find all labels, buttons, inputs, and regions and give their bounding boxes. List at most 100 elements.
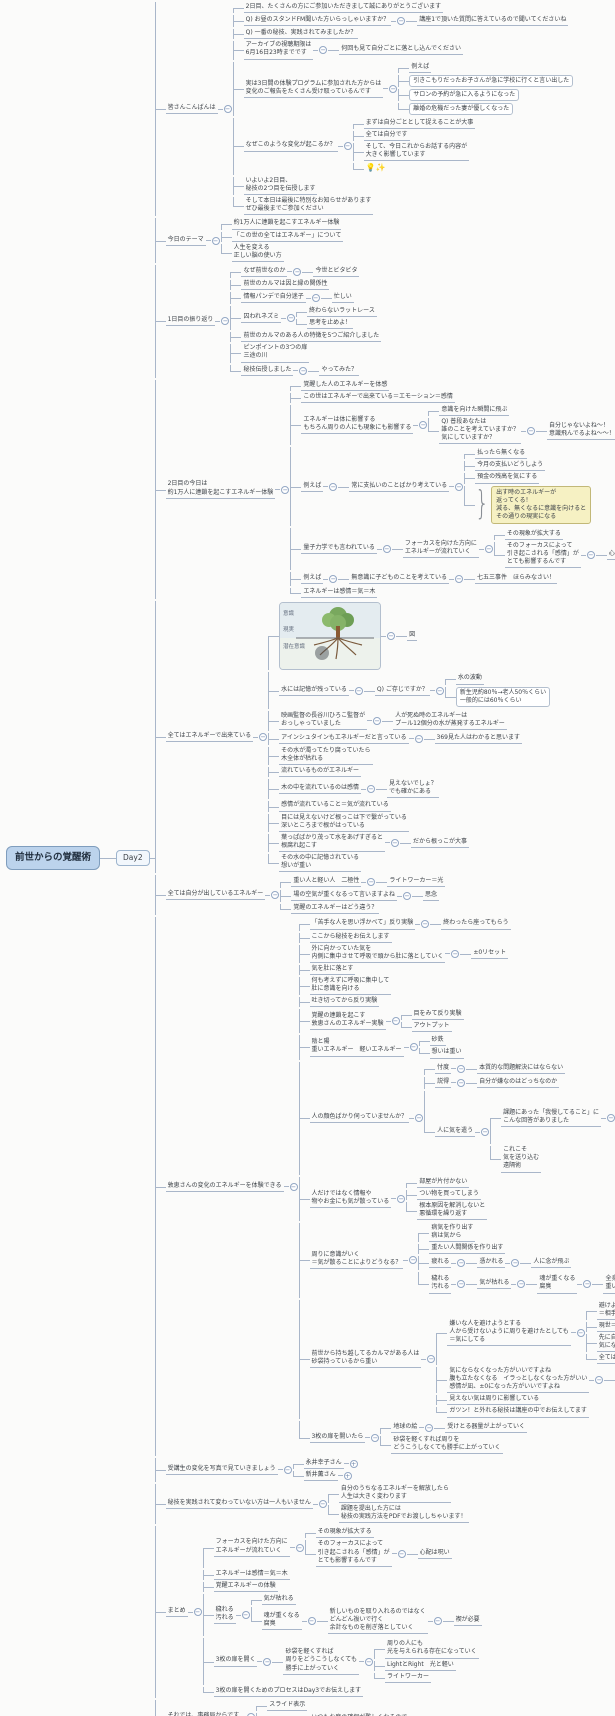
topic[interactable]: 「この世の全てはエネルギー」について bbox=[231, 232, 344, 242]
topic[interactable]: 目をみて反り実験 bbox=[411, 1010, 464, 1021]
topic[interactable]: 思念 bbox=[423, 891, 440, 902]
topic[interactable]: 場の空気が重くなるって言いますよね bbox=[291, 891, 398, 902]
topic[interactable]: 預金の残高を気にする bbox=[475, 473, 540, 484]
topic[interactable]: 木の中を流れているのは感情 bbox=[279, 784, 361, 795]
topic[interactable]: 秘技を実践されて変わっていない方は一人もいません bbox=[165, 1499, 313, 1510]
topic[interactable]: フォーカスを向けた方向に エネルギーが流れていく bbox=[213, 1538, 290, 1557]
collapse-minus-icon[interactable]: − bbox=[457, 1064, 466, 1073]
topic[interactable]: 現世＝写し世 bbox=[596, 1322, 615, 1332]
topic[interactable]: ライトワーカー＝光 bbox=[387, 877, 446, 888]
topic[interactable]: 流れているものがエネルギー bbox=[279, 767, 361, 778]
collapse-minus-icon[interactable]: − bbox=[223, 105, 232, 114]
topic[interactable]: なぜ前世なのか bbox=[241, 267, 288, 277]
collapse-minus-icon[interactable]: − bbox=[371, 1433, 380, 1442]
topic[interactable]: ±0リセット bbox=[471, 949, 509, 959]
collapse-minus-icon[interactable]: − bbox=[419, 421, 428, 430]
topic[interactable]: 前世から持ち越してるカルマがある人は 砂袋持っているから重い bbox=[309, 1350, 422, 1369]
topic[interactable]: 講座1で頂いた質問に答えているので聞いてくださいね bbox=[417, 16, 569, 27]
topic[interactable]: 3枚の扉を開いたら bbox=[309, 1433, 366, 1443]
topic[interactable]: これこそ 気を送り込む 遠隔術 bbox=[501, 1146, 542, 1173]
collapse-minus-icon[interactable]: − bbox=[481, 1128, 490, 1137]
topic[interactable]: 課題を提出した方には 秘技の実践方法をPDFでお渡ししちゃいます！ bbox=[338, 1505, 469, 1524]
topic[interactable]: 根本原因を解消しないと 悪循環を繰り返す bbox=[417, 1202, 488, 1220]
topic[interactable]: いつもお席の確保が難しくなるので お早めにお席の確保をお願いいたします bbox=[309, 1714, 421, 1716]
topic[interactable]: 水の波動 bbox=[455, 674, 484, 685]
topic[interactable]: 全てはエネルギーで出来ている bbox=[165, 732, 254, 743]
topic[interactable]: 魂が重くなる 腐臭 bbox=[537, 1275, 578, 1294]
collapse-minus-icon[interactable]: − bbox=[455, 482, 464, 491]
collapse-minus-icon[interactable]: − bbox=[366, 785, 375, 794]
topic[interactable]: 避けようとしてる時点で反応している ＝相手に気を送っているのと同じ bbox=[596, 1302, 615, 1320]
collapse-minus-icon[interactable]: − bbox=[415, 1114, 424, 1123]
collapse-minus-icon[interactable]: − bbox=[221, 317, 230, 326]
topic[interactable]: 本質的な問題解決にはならない bbox=[477, 1064, 566, 1074]
topic[interactable]: 覚醒の連鎖を起こす 敦恵さんのエネルギー実験 bbox=[309, 1012, 386, 1031]
collapse-minus-icon[interactable]: − bbox=[517, 1280, 526, 1289]
topic[interactable]: 新井薫さん bbox=[303, 1471, 338, 1481]
topic[interactable]: 情報パンデで自分迷子 bbox=[241, 293, 306, 304]
collapse-minus-icon[interactable]: − bbox=[318, 1500, 327, 1509]
topic[interactable]: アウトプット bbox=[411, 1022, 452, 1033]
topic[interactable]: 約1万人に連鎖を起こすエネルギー体験 bbox=[231, 219, 342, 230]
topic[interactable]: 図 bbox=[407, 631, 418, 642]
collapse-minus-icon[interactable]: − bbox=[373, 716, 382, 725]
topic[interactable]: 忙しい bbox=[331, 293, 354, 304]
topic[interactable]: ライトワーカー bbox=[384, 1673, 431, 1683]
topic[interactable]: なぜこのような変化が起こるか？ bbox=[243, 141, 338, 152]
collapse-minus-icon[interactable]: − bbox=[293, 267, 302, 276]
topic[interactable]: 皆さんこんばんは bbox=[165, 104, 218, 115]
topic[interactable]: 魂が重くなる 腐臭 bbox=[261, 1612, 302, 1631]
topic[interactable]: 新生児約80％→老人50％くらい 一般的には60％くらい bbox=[455, 686, 551, 707]
topic[interactable]: アーカイブの視聴期限は 6月16日23時までです bbox=[243, 41, 314, 60]
collapse-minus-icon[interactable]: − bbox=[403, 892, 412, 901]
topic[interactable]: 心配は呪い bbox=[606, 550, 615, 561]
tree-illustration-topic[interactable]: 意識現実潜在意識 bbox=[279, 602, 382, 671]
topic[interactable]: 何も考えずに呼吸に集中して 肚に意識を向ける bbox=[309, 977, 392, 996]
topic[interactable]: 気が枯れる bbox=[261, 1595, 296, 1606]
collapse-minus-icon[interactable]: − bbox=[367, 878, 376, 887]
collapse-minus-icon[interactable]: − bbox=[527, 427, 536, 436]
topic[interactable]: Q) お昼のスタンドFM聞いた方いらっしゃいますか？ bbox=[243, 16, 392, 27]
topic[interactable]: エネルギーは体に影響する もちろん周りの人にも現象にも影響する bbox=[301, 416, 414, 435]
topic[interactable]: 何回も見て自分ごとに落とし込んでください bbox=[339, 45, 463, 56]
topic[interactable]: 禊が必要 bbox=[453, 1616, 482, 1627]
collapse-minus-icon[interactable]: − bbox=[409, 1043, 418, 1052]
topic[interactable]: 人生を変える 正しい脳の使い方 bbox=[231, 244, 284, 262]
topic[interactable]: Q) 普段あなたは 誰のことを考えていますか？ 気にしていますか？ bbox=[439, 418, 522, 445]
collapse-minus-icon[interactable]: − bbox=[390, 838, 399, 847]
topic[interactable]: 人が死ぬ時のエネルギーは プール12個分の水が蒸発するエネルギー bbox=[393, 712, 507, 730]
collapse-minus-icon[interactable]: − bbox=[511, 1259, 520, 1268]
topic[interactable]: 気が枯れる bbox=[477, 1279, 512, 1290]
collapse-minus-icon[interactable]: − bbox=[455, 575, 464, 584]
topic[interactable]: 先に自分が気にしているから 気になる現象が起こっている bbox=[596, 1334, 615, 1352]
topic[interactable]: 覚醒のエネルギーはどう違う？ bbox=[291, 904, 380, 915]
callout-topic[interactable]: 出す時のエネルギーが 返ってくる！ 減る、無くなるに意識を向けると その通りの現… bbox=[491, 485, 592, 524]
topic[interactable]: 2日目の今日は 約1万人に連鎖を起こすエネルギー体験 bbox=[165, 480, 276, 499]
topic[interactable]: 3枚の扉を開くためのプロセスはDay3でお伝えします bbox=[213, 1687, 364, 1697]
topic[interactable]: 人に気を遣う bbox=[435, 1127, 476, 1138]
floating-topic-day[interactable]: Day2 bbox=[116, 849, 150, 867]
collapse-minus-icon[interactable]: − bbox=[263, 1657, 272, 1666]
collapse-minus-icon[interactable]: − bbox=[583, 1280, 592, 1289]
topic[interactable]: 見えないでしょ？ でも確かにある bbox=[386, 780, 439, 799]
topic[interactable]: 砂袋を軽くすれば周りを どうこうしなくても勝手に上がっていく bbox=[391, 1436, 503, 1454]
topic[interactable]: やってみた？ bbox=[319, 366, 360, 376]
collapse-minus-icon[interactable]: − bbox=[414, 734, 423, 743]
topic[interactable]: 吐き切ってから反り実験 bbox=[309, 997, 380, 1008]
topic[interactable]: LightとRight 光と軽い bbox=[384, 1661, 456, 1671]
topic[interactable]: 水には記憶が残っている bbox=[279, 686, 349, 696]
topic[interactable]: 全ては自分 bbox=[596, 1354, 615, 1365]
collapse-minus-icon[interactable]: − bbox=[299, 366, 308, 375]
collapse-minus-icon[interactable]: − bbox=[586, 551, 595, 560]
topic[interactable]: その現象が拡大する bbox=[315, 1528, 374, 1539]
topic[interactable]: 疲れる bbox=[429, 1258, 452, 1269]
topic[interactable]: 自分じゃないよね〜！ 意識飛んでるよね〜〜！！ bbox=[547, 422, 615, 441]
topic[interactable]: 💡✨ bbox=[365, 163, 386, 173]
collapse-minus-icon[interactable]: − bbox=[433, 1617, 442, 1626]
topic[interactable]: 終わったら座ってもらう bbox=[441, 919, 511, 930]
collapse-minus-icon[interactable]: − bbox=[343, 142, 352, 151]
topic[interactable]: 例えば bbox=[301, 574, 324, 585]
topic[interactable]: 穢れる 汚れる bbox=[213, 1606, 236, 1625]
topic[interactable]: 人に念が飛ぶ bbox=[531, 1258, 572, 1269]
